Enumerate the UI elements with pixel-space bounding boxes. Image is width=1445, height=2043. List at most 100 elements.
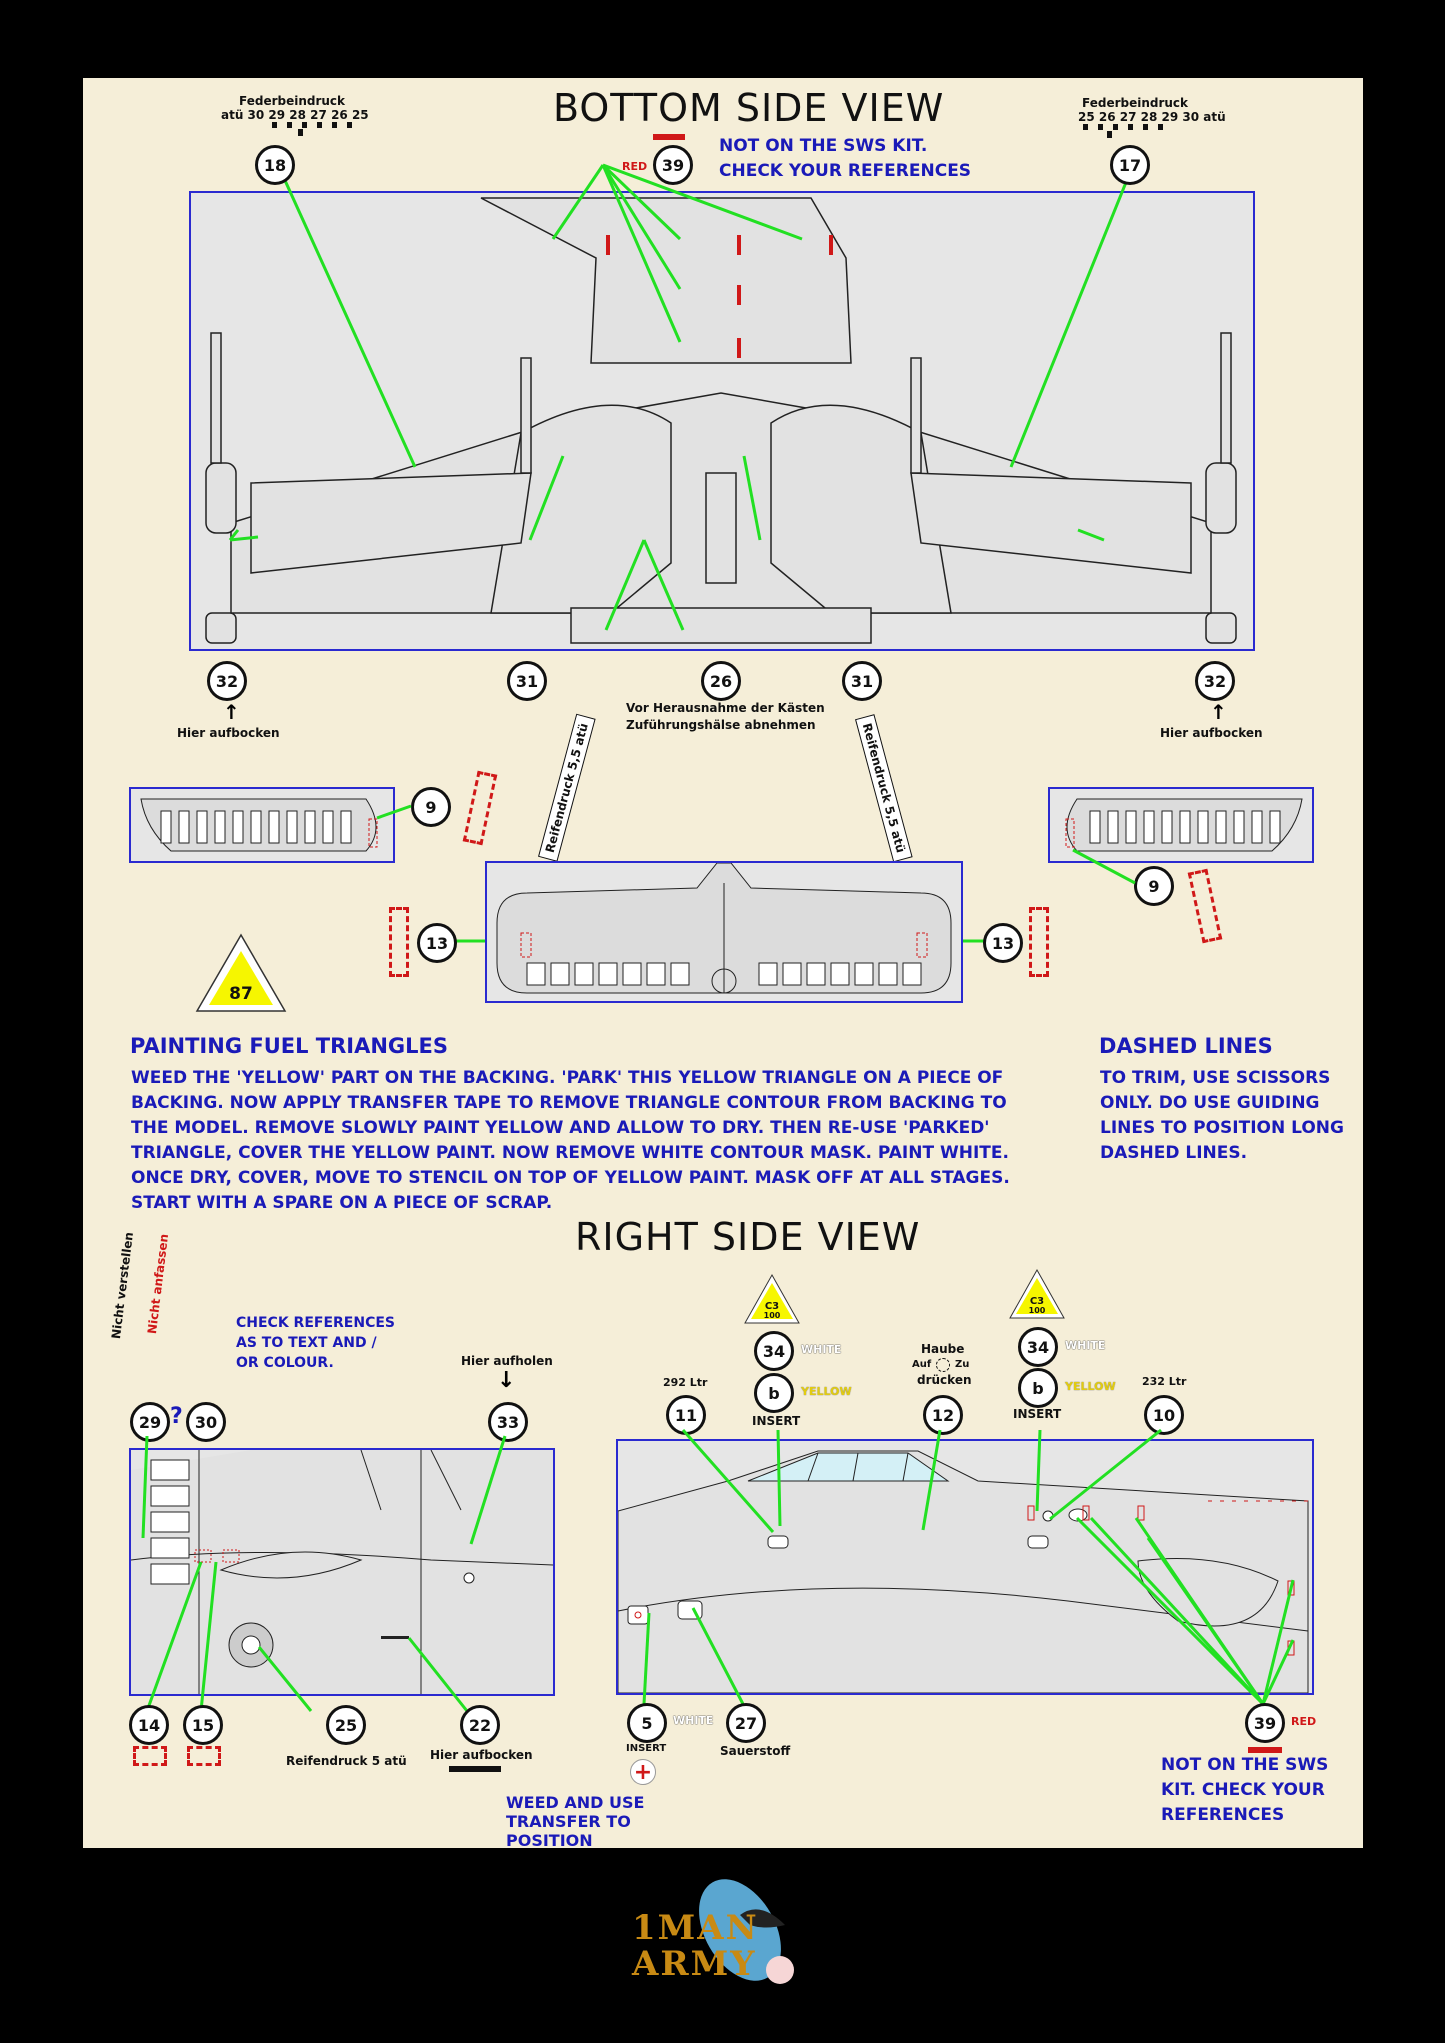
dashed-line-1: TO TRIM, USE SCISSORS (1100, 1068, 1331, 1088)
painting-line-2: BACKING. NOW APPLY TRANSFER TAPE TO REMO… (131, 1093, 1007, 1113)
callout-13-left: 13 (417, 923, 457, 963)
callout-14: 14 (129, 1705, 169, 1745)
pressure-right-title: Federbeindruck (1082, 96, 1189, 110)
zu-label: Zu (955, 1359, 970, 1370)
check-references-note: CHECK REFERENCES AS TO TEXT AND / OR COL… (236, 1313, 395, 1373)
dashed-trim-13-left (389, 907, 409, 977)
pressure-left-ticks (272, 122, 360, 128)
weed-line-1: WEED AND USE (506, 1793, 645, 1812)
flap-bottom-view (485, 861, 963, 1003)
c3-left-line-1: C3 (765, 1301, 779, 1312)
pressure-left-scale: atü 30 29 28 27 26 25 (221, 108, 369, 122)
bottom-plan-drawing (205, 197, 1237, 644)
dashed-trim-15 (187, 1746, 221, 1766)
bottom-plan-view (189, 191, 1255, 651)
painting-instructions: WEED THE 'YELLOW' PART ON THE BACKING. '… (131, 1066, 1010, 1216)
leader-lines-fuselage (642, 1428, 1295, 1706)
callout-15: 15 (183, 1705, 223, 1745)
logo-text: 1MAN ARMY (632, 1910, 759, 1982)
pressure-left-marker (298, 129, 303, 136)
jack-label-right: Hier aufbocken (1160, 726, 1263, 740)
sws-bottom-line-2: KIT. CHECK YOUR (1161, 1780, 1325, 1800)
logo-line-2: ARMY (632, 1944, 757, 1984)
yellow-label-left: YELLOW (801, 1385, 852, 1398)
gear-door-right (1048, 787, 1314, 863)
jack-point-stencil-bar (449, 1766, 501, 1772)
weed-note: WEED AND USE TRANSFER TO POSITION (506, 1793, 644, 1850)
insert-label-5: INSERT (626, 1743, 667, 1754)
c3-triangle-right: C3 100 (1009, 1268, 1065, 1319)
pressure-right-marker (1107, 131, 1112, 138)
fuselage-side-view (616, 1439, 1314, 1695)
arrow-up-left-icon: ↑ (223, 700, 240, 724)
brand-logo: 1MAN ARMY (630, 1870, 830, 1990)
callout-34-right: 34 (1018, 1327, 1058, 1367)
leader-lines-bottom (228, 163, 1135, 631)
callout-18: 18 (255, 145, 295, 185)
callout-b-left: b (754, 1373, 794, 1413)
weed-line-3: POSITION (506, 1831, 593, 1850)
callout-32-right: 32 (1195, 661, 1235, 701)
callout-27: 27 (726, 1703, 766, 1743)
gear-door-left (129, 787, 395, 863)
painting-line-4: TRIANGLE, COVER THE YELLOW PAINT. NOW RE… (131, 1143, 1009, 1163)
box-removal-note: Vor Herausnahme der Kästen Zuführungshäl… (626, 700, 825, 734)
fuel-232-label: 232 Ltr (1142, 1375, 1187, 1388)
gear-door-left-drawing (140, 798, 378, 852)
callout-17: 17 (1110, 145, 1150, 185)
hier-aufbocken-side-label: Hier aufbocken (430, 1748, 533, 1762)
red-cross-icon: + (630, 1759, 656, 1785)
check-refs-line-2: AS TO TEXT AND / (236, 1335, 377, 1351)
logo-graphic (699, 1879, 794, 1984)
callout-31-right: 31 (842, 661, 882, 701)
dashed-lines-heading: DASHED LINES (1099, 1034, 1273, 1058)
sws-notice-line-2: CHECK YOUR REFERENCES (719, 161, 972, 181)
fuel-triangle-87: 87 (195, 933, 287, 1012)
canopy-release-icon (936, 1358, 950, 1372)
check-refs-line-3: OR COLOUR. (236, 1355, 334, 1371)
callout-30: 30 (186, 1402, 226, 1442)
logo-line-1: 1MAN (632, 1908, 759, 1948)
jack-label-left: Hier aufbocken (177, 726, 280, 740)
question-mark: ? (170, 1404, 183, 1429)
white-label-right: WHITE (1065, 1339, 1106, 1352)
dashed-line-2: ONLY. DO USE GUIDING (1100, 1093, 1320, 1113)
hier-aufholen-label: Hier aufholen (461, 1354, 553, 1368)
fuselage-side-drawing (617, 1450, 1309, 1694)
dashed-lines-text: TO TRIM, USE SCISSORS ONLY. DO USE GUIDI… (1100, 1066, 1344, 1166)
red-label-top: RED (622, 160, 648, 173)
arrow-up-right-icon: ↑ (1210, 700, 1227, 724)
tyre-pressure-side-label: Reifendruck 5 atü (286, 1754, 407, 1768)
c3-left-line-2: 100 (764, 1311, 781, 1320)
c3-triangle-left: C3 100 (744, 1273, 800, 1324)
pressure-right-ticks (1083, 124, 1171, 130)
pressure-left-title: Federbeindruck (239, 94, 346, 108)
callout-12: 12 (923, 1395, 963, 1435)
sauerstoff-label: Sauerstoff (720, 1744, 791, 1758)
right-view-title: RIGHT SIDE VIEW (575, 1215, 921, 1259)
white-label-left: WHITE (801, 1343, 842, 1356)
dashed-line-4: DASHED LINES. (1100, 1143, 1248, 1163)
callout-29: 29 (130, 1402, 170, 1442)
dashed-trim-14 (133, 1746, 167, 1766)
callout-39-bottom: 39 (1245, 1703, 1285, 1743)
c3-right-line-1: C3 (1030, 1296, 1044, 1307)
box-note-line-1: Vor Herausnahme der Kästen (626, 701, 825, 715)
sws-bottom-line-3: REFERENCES (1161, 1805, 1285, 1825)
callout-26: 26 (701, 661, 741, 701)
instruction-sheet: BOTTOM SIDE VIEW Federbeindruck atü 30 2… (83, 78, 1363, 1850)
insert-label-right: INSERT (1013, 1407, 1062, 1421)
dashed-line-3: LINES TO POSITION LONG (1100, 1118, 1344, 1138)
sws-bottom-line-1: NOT ON THE SWS (1161, 1755, 1329, 1775)
sws-notice-line-1: NOT ON THE SWS KIT. (719, 136, 928, 156)
red-label-bottom: RED (1291, 1715, 1317, 1728)
callout-13-right: 13 (983, 923, 1023, 963)
callout-31-left: 31 (507, 661, 547, 701)
painting-heading: PAINTING FUEL TRIANGLES (130, 1034, 449, 1058)
dashed-trim-13-right (1029, 907, 1049, 977)
check-refs-line-1: CHECK REFERENCES (236, 1315, 396, 1331)
red-bar-top (653, 134, 685, 140)
flap-drawing (496, 862, 952, 994)
c3-right-line-2: 100 (1029, 1306, 1046, 1315)
bottom-view-title: BOTTOM SIDE VIEW (553, 86, 945, 130)
